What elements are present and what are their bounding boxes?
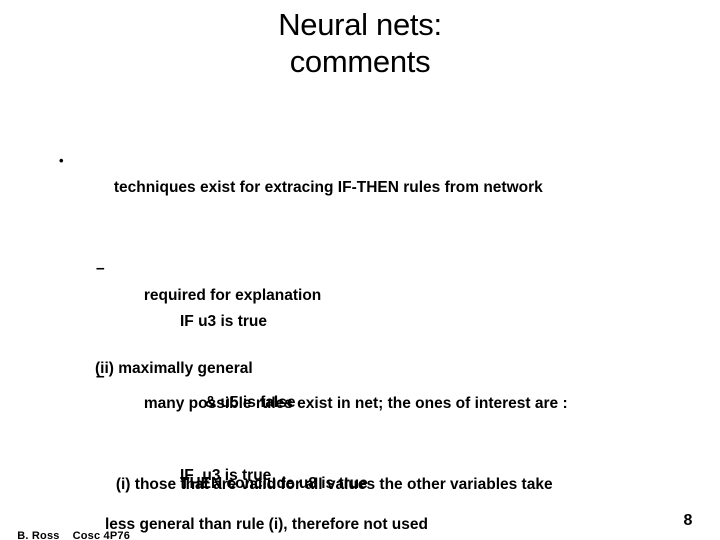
footer: B. Ross Cosc 4P76 (5, 515, 130, 540)
list-item-label: (i) those that are valid for all values … (115, 476, 553, 493)
list-item-label: techniques exist for extracing IF-THEN r… (113, 179, 543, 196)
rule-block-one: IF u3 is true & u5 is false THEN conclud… (180, 254, 368, 540)
rule-line-then: THEN conclude u8 is true (180, 475, 368, 492)
footer-course: Cosc 4P76 (72, 530, 131, 540)
list-item-label: required for explanation (143, 287, 322, 304)
list-item: – required for explanation (0, 228, 720, 336)
rule-block-two: IF u3 is true & u5 is false & u7 is fals… (180, 408, 368, 540)
page-title: Neural nets: comments (0, 6, 720, 80)
list-item: (i) those that are valid for all values … (0, 444, 720, 525)
bullet-dash-icon: – (96, 368, 105, 385)
footer-author: B. Ross (17, 530, 60, 540)
rule-line-if: IF u3 is true (180, 313, 267, 330)
rule-line-if: IF u3 is true (180, 467, 272, 484)
bullet-dot-icon: • (59, 153, 64, 168)
title-line-2: comments (289, 44, 431, 79)
section-ii-heading: (ii) maximally general (95, 360, 253, 377)
list-item: • techniques exist for extracing IF-THEN… (0, 120, 720, 228)
trailing-note: less general than rule (i), therefore no… (105, 516, 428, 533)
title-line-1: Neural nets: (278, 7, 442, 42)
page-number: 8 (683, 512, 693, 529)
rule-line-and-u5: & u5 is false (205, 394, 296, 411)
bullet-list: • techniques exist for extracing IF-THEN… (0, 120, 720, 525)
list-item: – many possible rules exist in net; the … (0, 336, 720, 444)
list-item-label: many possible rules exist in net; the on… (143, 395, 568, 412)
bullet-dash-icon: – (96, 260, 105, 277)
